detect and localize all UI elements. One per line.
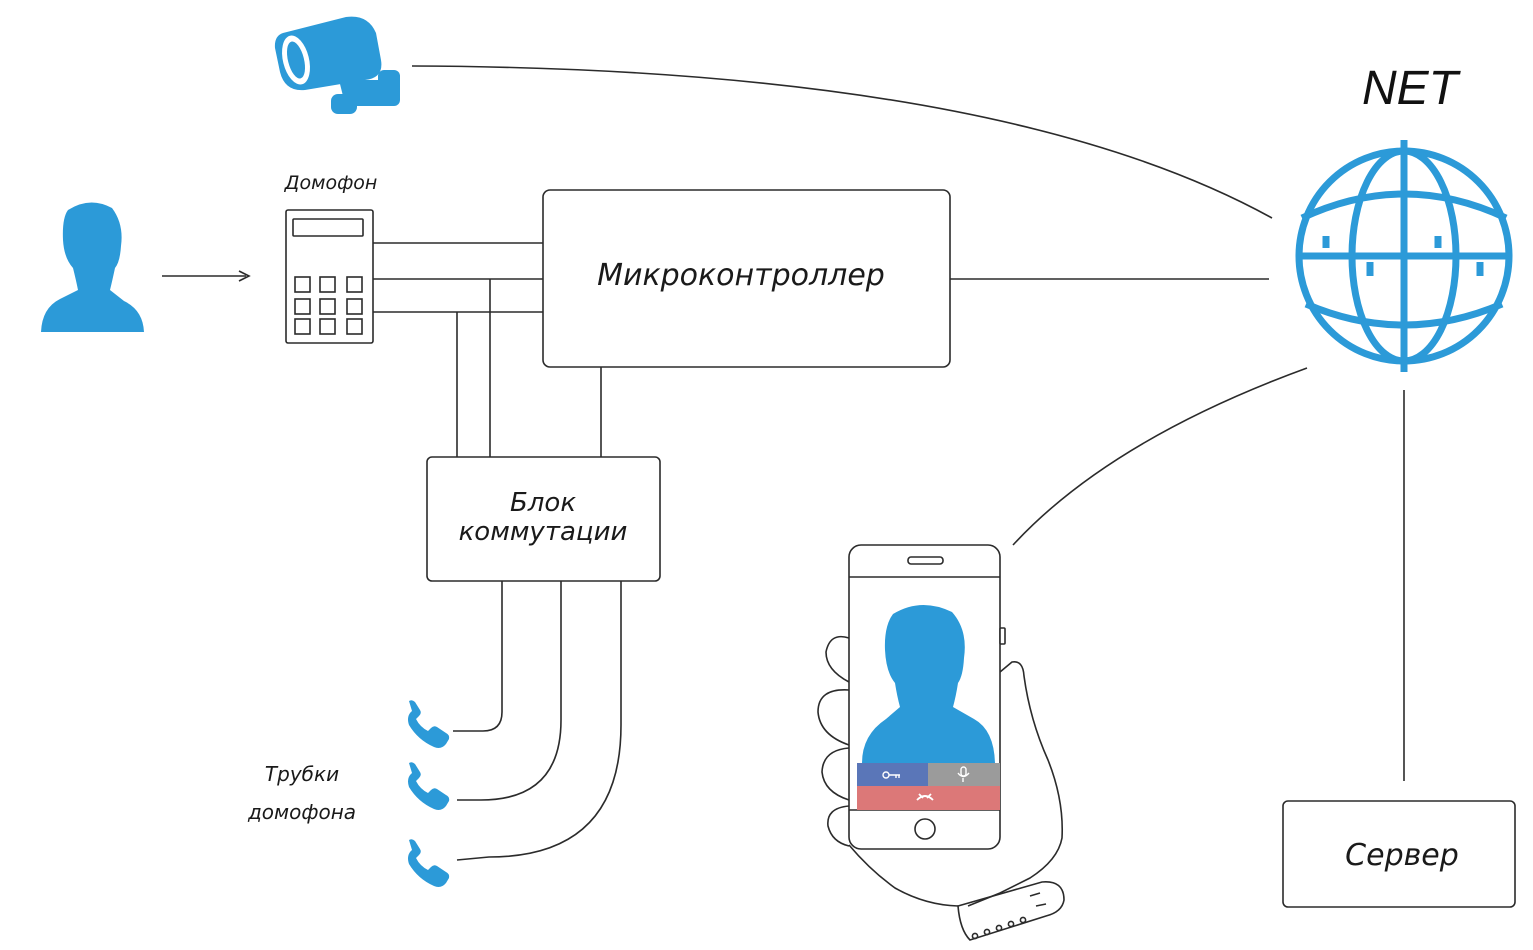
wristband-holes bbox=[971, 916, 1027, 940]
phone-home-button[interactable] bbox=[914, 818, 936, 840]
switch-to-handset-2 bbox=[457, 581, 562, 801]
intercom-panel: Домофон bbox=[284, 172, 378, 344]
connection-wires bbox=[162, 65, 1405, 861]
microphone-icon bbox=[957, 766, 970, 782]
hangup-button[interactable] bbox=[857, 786, 1000, 810]
cctv-camera-icon bbox=[274, 16, 400, 114]
phone-side-button bbox=[999, 627, 1006, 645]
switch-to-handset-1 bbox=[453, 581, 503, 732]
globe-icon bbox=[1295, 140, 1513, 372]
intercom-keypad bbox=[294, 276, 363, 335]
intercom-label: Домофон bbox=[284, 172, 378, 194]
switch-to-handset-3 bbox=[456, 581, 622, 861]
handsets-label-line1: Трубки bbox=[265, 762, 339, 786]
phone-handset-icon bbox=[408, 839, 450, 887]
microcontroller-box: Микроконтроллер bbox=[542, 189, 951, 368]
server-label: Сервер bbox=[1345, 838, 1459, 873]
hangup-icon bbox=[916, 793, 934, 801]
phone-handset-icon bbox=[408, 762, 450, 810]
mute-button[interactable] bbox=[928, 763, 1000, 786]
hand-outline bbox=[817, 635, 1064, 907]
wristband bbox=[957, 881, 1065, 941]
video-call-screen bbox=[857, 604, 1000, 810]
phone-handset-icon bbox=[408, 700, 450, 748]
smartphone-in-hand bbox=[817, 544, 1065, 941]
net-label: NET bbox=[1362, 62, 1462, 115]
net-to-smartphone bbox=[1012, 367, 1308, 546]
microcontroller-label: Микроконтроллер bbox=[597, 258, 885, 293]
caller-person-icon bbox=[862, 604, 995, 763]
switch-block-box: Блок коммутации bbox=[426, 456, 661, 582]
switch-block-label-line1: Блок bbox=[510, 488, 576, 518]
network-node: NET bbox=[1295, 62, 1513, 372]
camera-to-net-link bbox=[411, 65, 1273, 219]
key-icon bbox=[882, 771, 900, 779]
server-box: Сервер bbox=[1282, 800, 1516, 908]
handsets-label: Трубки домофона bbox=[247, 762, 356, 824]
intercom-display bbox=[292, 218, 364, 237]
handsets-label-line2: домофона bbox=[247, 800, 356, 824]
switch-block-label-line2: коммутации bbox=[459, 517, 628, 547]
phone-speaker bbox=[907, 556, 944, 565]
visitor-arrow-head bbox=[238, 270, 251, 282]
person-icon bbox=[41, 202, 144, 332]
